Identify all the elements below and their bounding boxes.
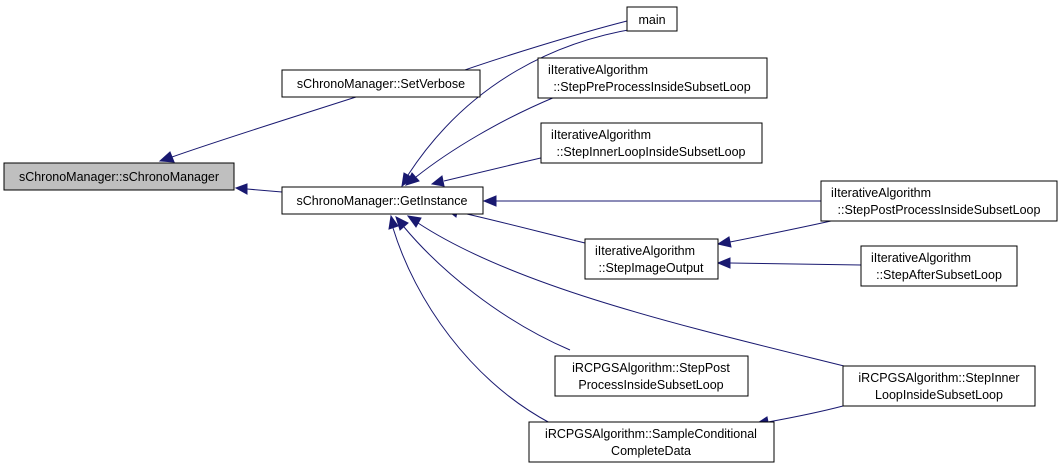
node-label: sChronoManager::sChronoManager xyxy=(19,170,219,184)
node-rcpgs-step-post[interactable]: iRCPGSAlgorithm::StepPost ProcessInsideS… xyxy=(554,355,749,397)
edge-steppreprocess-to-getinstance xyxy=(405,96,556,186)
node-label-line1: iRCPGSAlgorithm::StepPost xyxy=(572,361,730,375)
node-schrono-ctor[interactable]: sChronoManager::sChronoManager xyxy=(3,162,235,191)
node-label-line1: iIterativeAlgorithm xyxy=(548,63,648,77)
edges xyxy=(158,20,862,428)
node-label-line2: ::StepAfterSubsetLoop xyxy=(876,268,1002,282)
node-label-line2: LoopInsideSubsetLoop xyxy=(875,388,1003,402)
node-label-line2: ProcessInsideSubsetLoop xyxy=(578,378,723,392)
edge-steppostprocess-to-stepimageoutput xyxy=(716,218,841,248)
node-label-line1: iIterativeAlgorithm xyxy=(595,244,695,258)
node-rcpgs-step-inner[interactable]: iRCPGSAlgorithm::StepInner LoopInsideSub… xyxy=(842,365,1036,407)
node-label: sChronoManager::SetVerbose xyxy=(297,77,465,91)
edge-steppostprocess-to-getinstance xyxy=(482,195,821,207)
edge-stepaftersubset-to-stepimageoutput xyxy=(716,257,862,269)
node-label-line1: iIterativeAlgorithm xyxy=(831,186,931,200)
node-step-post-process[interactable]: iIterativeAlgorithm ::StepPostProcessIns… xyxy=(820,180,1058,222)
edge-rcpgsstepinner-to-getinstance xyxy=(406,215,861,371)
node-label: sChronoManager::GetInstance xyxy=(297,194,468,208)
node-rcpgs-sample-conditional[interactable]: iRCPGSAlgorithm::SampleConditional Compl… xyxy=(528,421,775,463)
edge-setverbose-to-schrono-ctor xyxy=(158,96,357,163)
node-label-line2: ::StepPreProcessInsideSubsetLoop xyxy=(553,80,750,94)
node-label-line1: iIterativeAlgorithm xyxy=(871,251,971,265)
node-set-verbose[interactable]: sChronoManager::SetVerbose xyxy=(281,69,481,98)
node-label-line2: ::StepImageOutput xyxy=(599,261,704,275)
node-step-after-subset[interactable]: iIterativeAlgorithm ::StepAfterSubsetLoo… xyxy=(860,245,1018,287)
node-step-inner-loop[interactable]: iIterativeAlgorithm ::StepInnerLoopInsid… xyxy=(540,122,763,164)
node-label-line2: ::StepInnerLoopInsideSubsetLoop xyxy=(556,145,745,159)
node-label-line2: ::StepPostProcessInsideSubsetLoop xyxy=(838,203,1041,217)
node-step-image-output[interactable]: iIterativeAlgorithm ::StepImageOutput xyxy=(584,238,719,280)
node-label-line1: iRCPGSAlgorithm::SampleConditional xyxy=(545,427,757,441)
node-get-instance[interactable]: sChronoManager::GetInstance xyxy=(281,186,484,215)
node-step-pre-process[interactable]: iIterativeAlgorithm ::StepPreProcessInsi… xyxy=(537,57,768,99)
edge-rcpgsteppost-to-getinstance xyxy=(395,216,571,351)
edge-rcpgssample-to-getinstance xyxy=(388,214,551,424)
node-label-line1: iIterativeAlgorithm xyxy=(551,128,651,142)
node-label-line2: CompleteData xyxy=(611,444,691,458)
node-main[interactable]: main xyxy=(626,6,678,32)
edge-stepinnerloop-to-getinstance xyxy=(430,156,546,187)
edge-getinstance-to-schrono-ctor xyxy=(234,183,283,195)
node-label-line1: iRCPGSAlgorithm::StepInner xyxy=(858,371,1019,385)
node-label: main xyxy=(638,13,665,27)
